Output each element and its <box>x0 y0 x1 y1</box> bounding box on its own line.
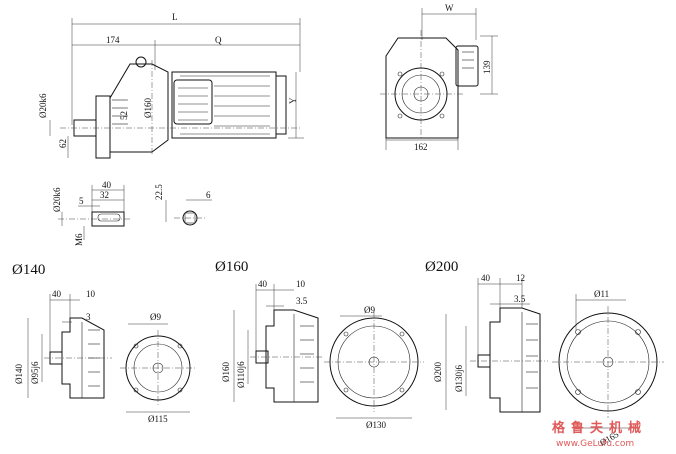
flange-200-dim-hole: Ø11 <box>594 289 609 299</box>
dim-62: 62 <box>58 139 68 148</box>
watermark-url: www.GeLufu.com <box>556 439 634 449</box>
watermark-cn: 格鲁夫机械 <box>552 420 647 436</box>
flange-160-dim-hole: Ø9 <box>364 305 375 315</box>
flange-140-dim-3: 3 <box>86 312 91 322</box>
dim-shaft-dia: Ø20k6 <box>38 93 48 118</box>
flange-160-dim-40: 40 <box>258 279 268 289</box>
main-side-view: L 174 Q Ø20k6 Ø160 52 62 Y <box>38 12 304 159</box>
flange-160-dim-10: 10 <box>296 279 306 289</box>
flange-140-dim-outer: Ø140 <box>14 364 24 384</box>
flange-160: Ø160 40 10 3.5 Ø160 Ø110j6 Ø9 Ø1 <box>215 259 424 430</box>
dim-160: Ø160 <box>143 98 153 118</box>
dim-162: 162 <box>414 142 428 152</box>
flange-200-dim-12: 12 <box>516 273 525 283</box>
flange-200-dim-40: 40 <box>481 273 491 283</box>
dim-5: 5 <box>79 196 84 206</box>
dim-40-shaft: 40 <box>102 180 112 190</box>
flange-160-dim-outer: Ø160 <box>221 362 231 382</box>
flange-140-dim-pcd: Ø115 <box>148 414 168 424</box>
end-view: W 139 162 <box>380 3 498 152</box>
dim-52: 52 <box>119 111 129 120</box>
flange-200-dim-3-5: 3.5 <box>514 294 526 304</box>
dim-shaft-detail-dia: Ø20k6 <box>52 187 62 212</box>
flange-200-dim-outer: Ø200 <box>433 362 443 382</box>
dim-32: 32 <box>100 190 109 200</box>
flange-140-dim-hole: Ø9 <box>150 312 161 322</box>
dim-W: W <box>445 3 454 13</box>
flange-140-dim-40: 40 <box>52 289 62 299</box>
shaft-detail: 40 32 5 Ø20k6 M6 22.5 6 <box>52 180 212 246</box>
flange-200: Ø200 40 12 3.5 Ø200 Ø130j6 <box>425 259 664 448</box>
flange-160-title: Ø160 <box>215 259 248 275</box>
flange-140-dim-spigot: Ø95j6 <box>30 361 40 384</box>
dim-L: L <box>172 12 178 22</box>
flange-200-dim-spigot: Ø130j6 <box>454 365 464 393</box>
dim-174: 174 <box>106 35 120 45</box>
flange-160-dim-3-5: 3.5 <box>296 296 308 306</box>
flange-160-dim-spigot: Ø110j6 <box>236 361 246 388</box>
dim-22-5: 22.5 <box>154 184 164 200</box>
dim-6: 6 <box>206 190 211 200</box>
flange-140-dim-10: 10 <box>86 289 96 299</box>
dim-139: 139 <box>482 60 492 74</box>
dim-Y: Y <box>288 97 298 104</box>
dim-Q: Q <box>215 35 222 45</box>
flange-200-title: Ø200 <box>425 259 458 275</box>
flange-160-dim-pcd: Ø130 <box>366 420 386 430</box>
flange-140: Ø140 40 10 3 Ø140 Ø95j6 Ø9 Ø115 <box>12 262 196 424</box>
flange-140-title: Ø140 <box>12 262 45 278</box>
dim-M6: M6 <box>74 233 84 246</box>
